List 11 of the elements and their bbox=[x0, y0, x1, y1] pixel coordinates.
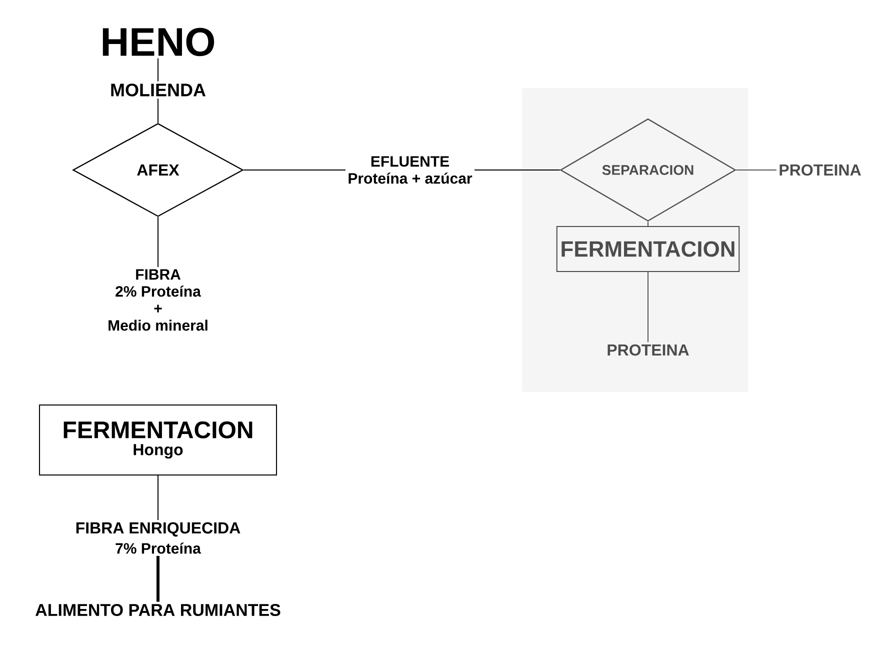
stream-label: EFLUENTE Proteína + azúcar bbox=[348, 156, 472, 184]
product-label: PROTEINA bbox=[780, 164, 861, 176]
stream-label: FIBRA ENRIQUECIDA 7% Proteína bbox=[76, 522, 240, 554]
stream-label: FIBRA 2% Proteína + Medio mineral bbox=[108, 269, 208, 331]
step-label: MOLIENDA bbox=[111, 84, 206, 96]
product-label: PROTEINA bbox=[608, 344, 689, 356]
connector-line bbox=[156, 556, 160, 602]
process-box: FERMENTACION bbox=[556, 226, 740, 272]
product-label: ALIMENTO PARA RUMIANTES bbox=[36, 604, 280, 616]
title-text: HENO bbox=[102, 28, 214, 56]
process-box: FERMENTACION Hongo bbox=[39, 404, 277, 476]
